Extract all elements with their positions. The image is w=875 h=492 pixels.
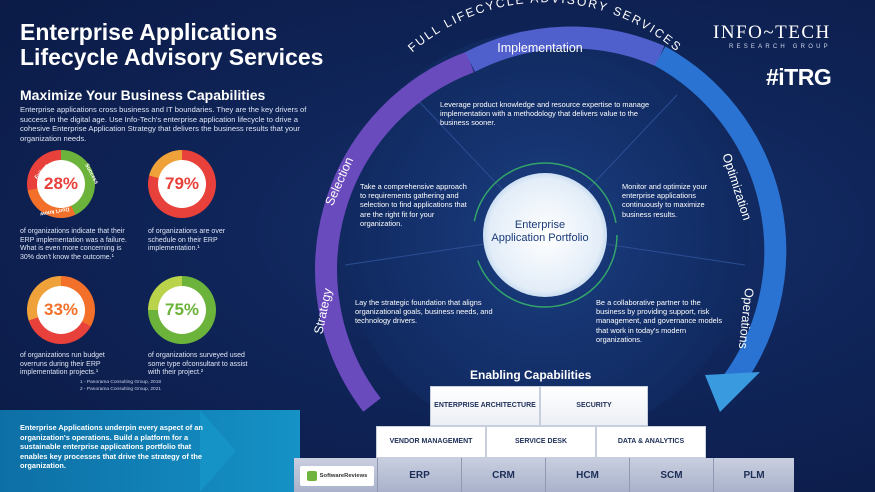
stat-2-value: 79% — [158, 160, 206, 208]
page-subtitle: Maximize Your Business Capabilities — [20, 87, 266, 103]
stat-4-text: of organizations surveyed used some type… — [148, 352, 248, 377]
base-hcm: HCM — [546, 458, 630, 492]
reference-2: 2 - Panorama Consulting Group, 2021 — [80, 386, 162, 392]
ring-arc-top — [464, 26, 665, 72]
stat-1-text: of organizations indicate that their ERP… — [20, 228, 127, 261]
block-data-analytics: DATA & ANALYTICS — [596, 426, 706, 458]
stat-3-donut: 33% — [27, 276, 95, 344]
block-vendor-management: VENDOR MANAGEMENT — [376, 426, 486, 458]
softwarereviews-logo: SoftwareReviews — [300, 466, 374, 486]
logo-research-group: RESEARCH GROUP — [729, 44, 831, 50]
stat-1-value: 28% — [37, 160, 85, 208]
segment-strategy: Lay the strategic foundation that aligns… — [355, 298, 493, 326]
stat-3-text: of organizations run budget overruns dur… — [20, 352, 105, 377]
base-scm: SCM — [630, 458, 714, 492]
base-plm: PLM — [714, 458, 794, 492]
banner-text: Enterprise Applications underpin every a… — [20, 423, 203, 470]
references: 1 - Panorama Consulting Group, 2018 2 - … — [80, 380, 161, 393]
stat-2-text: of organizations are over schedule on th… — [148, 228, 226, 253]
phase-implementation: Implementation — [497, 41, 583, 55]
block-security: SECURITY — [540, 386, 648, 426]
segment-selection: Take a comprehensive approach to require… — [360, 182, 467, 228]
block-service-desk: SERVICE DESK — [486, 426, 596, 458]
ring-arrow-head — [705, 372, 760, 412]
ring-arc-right — [654, 46, 787, 392]
enabling-title: Enabling Capabilities — [470, 368, 592, 382]
softwarereviews-icon — [306, 471, 317, 481]
phase-operations: Operations — [736, 287, 756, 349]
stat-1-donut: 28% — [27, 150, 95, 218]
intro-paragraph: Enterprise applications cross business a… — [20, 105, 307, 143]
center-label: Enterprise Application Portfolio — [491, 219, 589, 244]
base-erp: ERP — [378, 458, 462, 492]
logo-info-tech: INFO~TECH — [713, 22, 831, 43]
page-title: Enterprise Applications Lifecycle Adviso… — [20, 19, 324, 70]
stat-4-donut: 75% — [148, 276, 216, 344]
governance-ring — [472, 162, 618, 308]
logo-hashtag: #iTRG — [766, 64, 832, 90]
banner-arrow — [200, 410, 236, 492]
segment-operations: Be a collaborative partner to the busine… — [596, 298, 723, 344]
center-disk — [483, 173, 607, 297]
segment-implementation: Leverage product knowledge and resource … — [440, 100, 650, 128]
base-crm: CRM — [462, 458, 546, 492]
reference-1: 1 - Panorama Consulting Group, 2018 — [80, 380, 162, 385]
segment-optimization: Monitor and optimize your enterprise app… — [622, 182, 708, 219]
block-enterprise-architecture: ENTERPRISE ARCHITECTURE — [430, 386, 540, 426]
stat-2-donut: 79% — [148, 150, 216, 218]
ring-arc-left — [315, 51, 474, 412]
softwarereviews-text: SoftwareReviews — [319, 473, 368, 479]
stat-4-value: 75% — [158, 286, 206, 334]
bottom-banner — [0, 410, 300, 492]
stat-3-value: 33% — [37, 286, 85, 334]
